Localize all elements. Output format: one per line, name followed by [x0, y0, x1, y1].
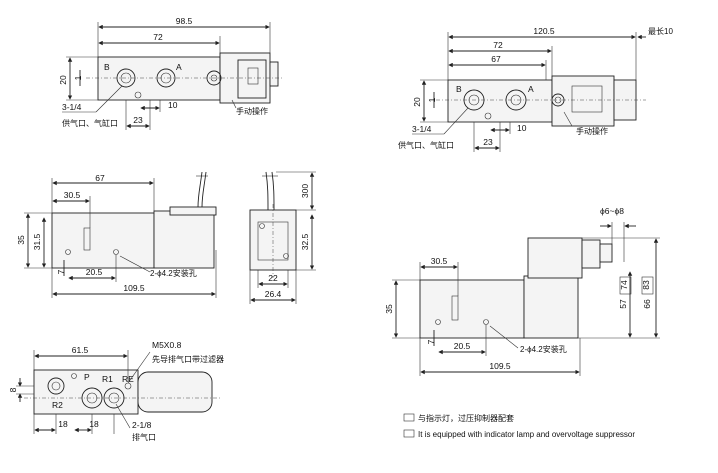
bottom-w18a-dim: 18 — [58, 419, 68, 429]
end-view-h300-dim: 300 — [300, 184, 310, 198]
top-left-manual-label: 手动操作 — [236, 106, 268, 116]
end-view-h32-dim: 32.5 — [300, 233, 310, 250]
end-view: 300 32.5 22 26.4 — [249, 171, 316, 304]
bottom-port-r2: R2 — [52, 400, 63, 410]
note-en: It is equipped with indicator lamp and o… — [418, 430, 635, 439]
side-left-d7-dim: 7 — [56, 269, 66, 274]
top-right-overall-dim: 120.5 — [533, 26, 555, 36]
side-left-view: 67 30.5 35 31.5 7 20.5 2-ϕ4.2安装孔 109.5 — [16, 171, 217, 298]
top-left-supply-label: 3-1/4 — [62, 102, 82, 112]
bottom-m5-label: M5X0.8 — [152, 340, 182, 350]
note-cn: 与指示灯，过压抑制器配套 — [418, 413, 514, 423]
bottom-h8-dim: 8 — [8, 387, 18, 392]
side-right-total-dim: 109.5 — [489, 361, 511, 371]
bottom-pilot-cn: 先导排气口带过滤器 — [152, 354, 224, 364]
top-left-seg10-dim: 10 — [168, 100, 178, 110]
top-right-port-a: A — [528, 84, 534, 94]
end-view-w26-dim: 26.4 — [265, 289, 282, 299]
side-right-view: ϕ6~ϕ8 30.5 35 7 20.5 2-ϕ4.2安装孔 109.5 74 … — [384, 206, 660, 376]
side-left-length-dim: 67 — [95, 173, 105, 183]
side-left-h31-dim: 31.5 — [32, 233, 42, 250]
bottom-exhaust-label: 2-1/8 — [132, 420, 152, 430]
end-view-w22-dim: 22 — [268, 273, 278, 283]
bottom-port-p: P — [84, 372, 90, 382]
top-right-seg23-dim: 23 — [483, 137, 493, 147]
top-left-port-a: A — [176, 62, 182, 72]
top-right-maxlen-dim: 最长10 — [648, 26, 673, 36]
side-left-total-dim: 109.5 — [123, 283, 145, 293]
top-left-port-b: B — [104, 62, 110, 72]
side-right-mount-label: 2-ϕ4.2安装孔 — [520, 344, 567, 354]
side-right-h83-dim: 83 — [641, 280, 651, 290]
side-right-d30-dim: 30.5 — [431, 256, 448, 266]
side-left-d20-dim: 20.5 — [86, 267, 103, 277]
top-right-supply-cn: 供气口、气缸口 — [398, 140, 454, 150]
top-right-height-dim: 20 — [412, 97, 422, 107]
bottom-w18b-dim: 18 — [89, 419, 99, 429]
side-left-h35-dim: 35 — [16, 235, 26, 245]
top-left-supply-cn: 供气口、气缸口 — [62, 118, 118, 128]
top-left-offset-dim: 1 — [73, 75, 83, 80]
top-left-view: 98.5 72 20 1 B A 23 10 3-1/4 供气口、气缸口 手动操… — [58, 16, 282, 130]
top-left-overall-dim: 98.5 — [176, 16, 193, 26]
top-right-inner-dim: 72 — [493, 40, 503, 50]
legend-notes: 与指示灯，过压抑制器配套 It is equipped with indicat… — [403, 413, 635, 439]
side-right-cable-dim: ϕ6~ϕ8 — [600, 206, 624, 216]
top-right-view: 120.5 最长10 72 67 20 1 B A 23 10 3-1/4 供气… — [398, 26, 673, 152]
side-right-h74-dim: 74 — [619, 280, 629, 290]
bottom-port-re: RE — [122, 374, 134, 384]
bottom-view: 61.5 8 P R1 RE R2 18 18 M5X0.8 先导排气口带过滤器… — [8, 340, 224, 442]
top-right-offset-dim: 1 — [427, 97, 437, 102]
side-right-d20-dim: 20.5 — [454, 341, 471, 351]
bottom-exhaust-cn: 排气口 — [132, 432, 156, 442]
bottom-port-r1: R1 — [102, 374, 113, 384]
top-right-manual-label: 手动操作 — [576, 126, 608, 136]
side-right-d7-dim: 7 — [426, 339, 436, 344]
side-right-h35-dim: 35 — [384, 304, 394, 314]
top-right-supply-label: 3-1/4 — [412, 124, 432, 134]
side-right-h57-dim: 57 — [618, 299, 628, 309]
bottom-w61-dim: 61.5 — [72, 345, 89, 355]
side-left-mount-label: 2-ϕ4.2安装孔 — [150, 268, 197, 278]
top-left-inner-dim: 72 — [153, 32, 163, 42]
top-right-port-b: B — [456, 84, 462, 94]
top-right-inner2-dim: 67 — [491, 54, 501, 64]
side-left-d30-dim: 30.5 — [64, 190, 81, 200]
top-right-seg10-dim: 10 — [517, 123, 527, 133]
top-left-height-dim: 20 — [58, 75, 68, 85]
top-left-seg23-dim: 23 — [133, 115, 143, 125]
side-right-h66-dim: 66 — [642, 299, 652, 309]
